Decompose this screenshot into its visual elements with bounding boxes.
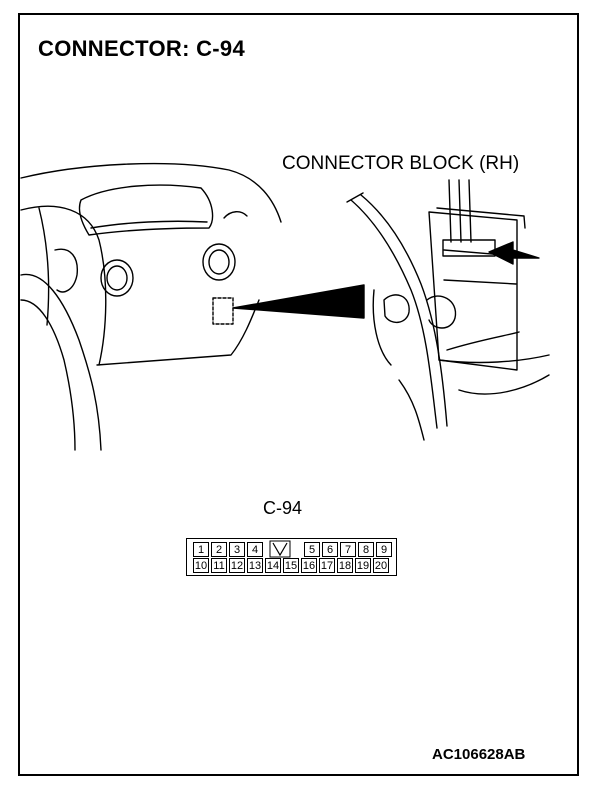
connector-block-label: CONNECTOR BLOCK (RH) xyxy=(282,153,520,174)
pin-4: 4 xyxy=(247,542,263,557)
pointer-arrow xyxy=(488,241,540,265)
dashboard-top-edge xyxy=(20,162,282,223)
steering-wheel xyxy=(20,273,102,451)
pin-6: 6 xyxy=(322,542,338,557)
pin-12: 12 xyxy=(229,558,245,573)
connector-key-mark xyxy=(269,540,291,558)
pin-2: 2 xyxy=(211,542,227,557)
pin-20: 20 xyxy=(373,558,389,573)
right-vent xyxy=(202,243,236,281)
cluster-hood xyxy=(78,184,214,236)
dashboard-illustration xyxy=(20,162,550,451)
pin-8: 8 xyxy=(358,542,374,557)
wire-harness xyxy=(350,199,438,429)
pin-13: 13 xyxy=(247,558,263,573)
pin-19: 19 xyxy=(355,558,371,573)
connector-c94 xyxy=(442,239,496,257)
dashboard-face-line xyxy=(96,299,260,366)
bracket-block xyxy=(428,211,518,371)
pin-9: 9 xyxy=(376,542,392,557)
callout-beam xyxy=(232,284,365,319)
pin-17: 17 xyxy=(319,558,335,573)
pin-10: 10 xyxy=(193,558,209,573)
pin-14: 14 xyxy=(265,558,281,573)
dashboard-lower-edge xyxy=(20,205,107,366)
connector-pin-grid: 1 2 3 4 5 6 7 8 9 10 11 12 13 14 15 16 1… xyxy=(186,538,397,576)
page-title: CONNECTOR: C-94 xyxy=(38,36,246,61)
pin-3: 3 xyxy=(229,542,245,557)
pin-1: 1 xyxy=(193,542,209,557)
pin-7: 7 xyxy=(340,542,356,557)
left-vent xyxy=(100,259,134,297)
connector-location xyxy=(212,297,234,325)
pin-16: 16 xyxy=(301,558,317,573)
pin-18: 18 xyxy=(337,558,353,573)
connector-label: C-94 xyxy=(263,498,303,518)
figure-code: AC106628AB xyxy=(432,746,526,763)
pin-11: 11 xyxy=(211,558,227,573)
pin-5: 5 xyxy=(304,542,320,557)
pin-15: 15 xyxy=(283,558,299,573)
